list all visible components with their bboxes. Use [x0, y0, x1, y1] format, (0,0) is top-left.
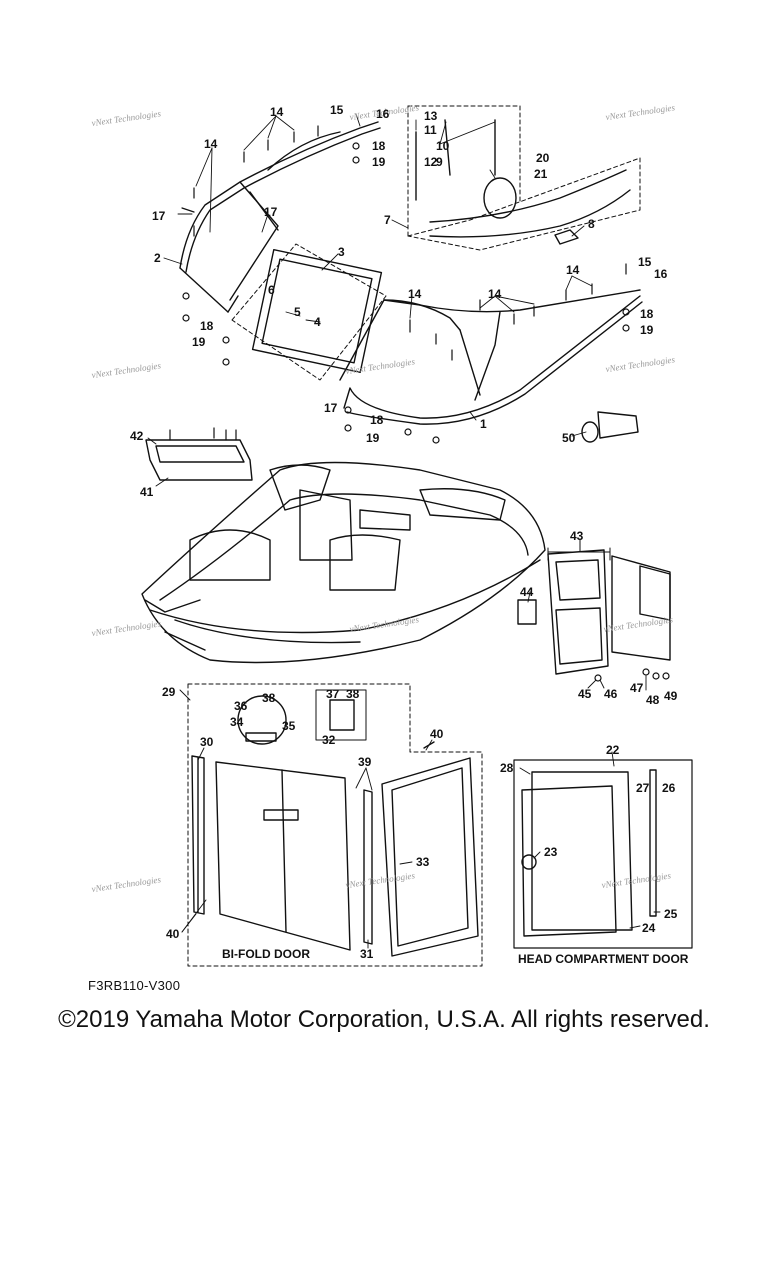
glove-box [145, 439, 253, 481]
bifold-door-caption: BI-FOLD DOOR [222, 947, 310, 961]
callout-17: 17 [264, 205, 278, 219]
callout-10: 10 [436, 139, 450, 153]
mirror [581, 411, 639, 443]
callout-34: 34 [230, 715, 244, 729]
callout-19: 19 [372, 155, 386, 169]
boat-hull [141, 461, 546, 664]
callout-18: 18 [372, 139, 386, 153]
watermark: vNext Technologies [91, 108, 162, 128]
callout-20: 20 [536, 151, 550, 165]
callout-22: 22 [606, 743, 620, 757]
callout-21: 21 [534, 167, 548, 181]
head-compartment [517, 539, 671, 675]
callout-29: 29 [162, 685, 176, 699]
callout-35: 35 [282, 719, 296, 733]
callout-15: 15 [638, 255, 652, 269]
watermark: vNext Technologies [91, 874, 162, 894]
callout-11: 11 [424, 123, 437, 137]
leader-lines [147, 113, 661, 949]
watermark: vNext Technologies [345, 356, 416, 376]
callout-14: 14 [408, 287, 422, 301]
diagram-code: F3RB110-V300 [88, 978, 181, 993]
callout-14: 14 [204, 137, 218, 151]
watermark: vNext Technologies [605, 354, 676, 374]
callout-49: 49 [664, 689, 678, 703]
callout-42: 42 [130, 429, 144, 443]
callout-8: 8 [588, 217, 595, 231]
callout-18: 18 [370, 413, 384, 427]
watermark: vNext Technologies [91, 360, 162, 380]
callout-18: 18 [640, 307, 654, 321]
copyright-notice: ©2019 Yamaha Motor Corporation, U.S.A. A… [58, 1006, 710, 1033]
callout-45: 45 [578, 687, 592, 701]
watermark: vNext Technologies [349, 614, 420, 634]
head-door-caption: HEAD COMPARTMENT DOOR [518, 952, 689, 966]
callout-17: 17 [152, 209, 166, 223]
watermark: vNext Technologies [605, 102, 676, 122]
latch-detail-box [407, 105, 641, 251]
callout-38: 38 [262, 691, 276, 705]
callout-19: 19 [192, 335, 206, 349]
callout-16: 16 [654, 267, 668, 281]
callout-48: 48 [646, 693, 660, 707]
callout-44: 44 [520, 585, 534, 599]
callout-40: 40 [430, 727, 444, 741]
callout-4: 4 [314, 315, 321, 329]
callout-27: 27 [636, 781, 650, 795]
bifold-door-box [187, 683, 483, 967]
callout-labels: 1 2 3 4 5 6 7 8 9 10 11 12 13 14 14 14 1… [130, 103, 678, 961]
callout-17: 17 [324, 401, 338, 415]
parts-diagram: vNext Technologies vNext Technologies vN… [91, 102, 693, 967]
watermark: vNext Technologies [91, 618, 162, 638]
callout-30: 30 [200, 735, 214, 749]
callout-47: 47 [630, 681, 644, 695]
callout-50: 50 [562, 431, 576, 445]
callout-28: 28 [500, 761, 514, 775]
callout-9: 9 [436, 155, 443, 169]
callout-5: 5 [294, 305, 301, 319]
callout-7: 7 [384, 213, 391, 227]
callout-13: 13 [424, 109, 438, 123]
callout-14: 14 [270, 105, 284, 119]
door-frame [381, 741, 479, 957]
callout-19: 19 [366, 431, 380, 445]
center-windshield [231, 243, 387, 381]
callout-23: 23 [544, 845, 558, 859]
callout-3: 3 [338, 245, 345, 259]
callout-14: 14 [488, 287, 502, 301]
callout-18: 18 [200, 319, 214, 333]
bifold-door [191, 755, 373, 951]
callout-12: 12 [424, 155, 438, 169]
callout-41: 41 [140, 485, 154, 499]
callout-2: 2 [154, 251, 161, 265]
head-door-box [513, 759, 693, 949]
callout-16: 16 [376, 107, 390, 121]
callout-15: 15 [330, 103, 344, 117]
fasteners [169, 125, 670, 682]
callout-6: 6 [268, 283, 275, 297]
callout-38: 38 [346, 687, 360, 701]
callout-14: 14 [566, 263, 580, 277]
callout-46: 46 [604, 687, 618, 701]
callout-37: 37 [326, 687, 340, 701]
watermark: vNext Technologies [601, 870, 672, 890]
callout-26: 26 [662, 781, 676, 795]
callout-24: 24 [642, 921, 656, 935]
watermark: vNext Technologies [603, 614, 674, 634]
watermark: vNext Technologies [345, 870, 416, 890]
callout-31: 31 [360, 947, 374, 961]
callout-33: 33 [416, 855, 430, 869]
callout-43: 43 [570, 529, 584, 543]
callout-36: 36 [234, 699, 248, 713]
windshield-frame [179, 121, 643, 425]
callout-19: 19 [640, 323, 654, 337]
callout-1: 1 [480, 417, 487, 431]
callout-25: 25 [664, 907, 678, 921]
callout-39: 39 [358, 755, 372, 769]
callout-32: 32 [322, 733, 336, 747]
callout-40: 40 [166, 927, 180, 941]
